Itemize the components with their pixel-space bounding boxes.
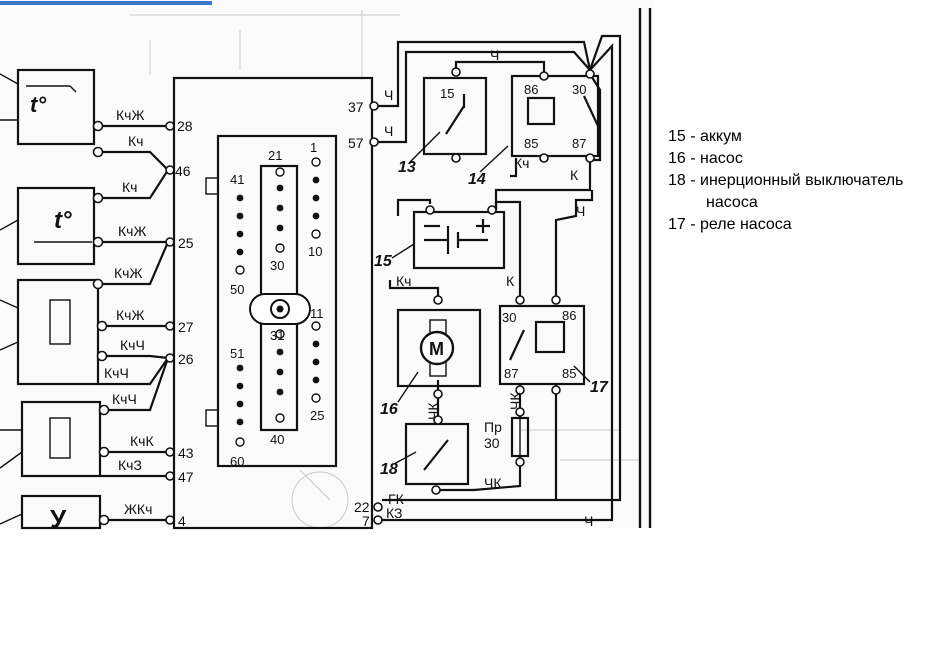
wire-label: Ч	[384, 123, 393, 139]
relay-terminal-number: 85	[562, 366, 576, 381]
legend-item-continuation: насоса	[706, 194, 758, 211]
sensor-label-1: t°	[30, 92, 46, 117]
relay-terminal-number: 30	[502, 310, 516, 325]
wire-label: КчЖ	[116, 107, 144, 123]
connector-pin-number: 30	[270, 258, 284, 273]
connector-pin-number: 10	[308, 244, 322, 259]
wire-label: Ч	[576, 203, 585, 219]
component-number-15: 15	[374, 253, 393, 270]
pin-number: 46	[175, 163, 191, 179]
pin-number: 27	[178, 319, 194, 335]
legend-item: 18 - инерционный выключатель	[668, 172, 904, 189]
bottom-block-symbol: У	[50, 504, 67, 534]
wire-label: КчЧ	[104, 365, 129, 381]
component-number-16: 16	[380, 401, 398, 418]
legend-item: 16 - насос	[668, 150, 743, 167]
connector-pin-number: 51	[230, 346, 244, 361]
legend-item: 15 - аккум	[668, 128, 742, 145]
ecu-pin-number: 7	[362, 513, 370, 529]
wire-label: Ч	[384, 87, 393, 103]
wire-label: ЧК	[425, 402, 441, 420]
wire-label: К	[506, 273, 515, 289]
wire-label: КчЖ	[114, 265, 142, 281]
pin-number: 26	[178, 351, 194, 367]
wire-label: Кч	[122, 179, 137, 195]
wire-label: КчЗ	[118, 457, 142, 473]
pin-number: 25	[178, 235, 194, 251]
fuse-label-line1: Пр	[484, 419, 502, 435]
component-number-17: 17	[590, 379, 609, 396]
wire-label: Ч	[584, 513, 593, 529]
wire-label: Кч	[128, 133, 143, 149]
ecu-pin-number: 37	[348, 99, 364, 115]
wire-label: К	[570, 167, 579, 183]
wire-label: ЖКч	[124, 501, 152, 517]
wire-label: КчЖ	[118, 223, 146, 239]
relay-terminal-number: 87	[504, 366, 518, 381]
connector-pin-number: 40	[270, 432, 284, 447]
wire-label: КчЖ	[116, 307, 144, 323]
wire-label: Кч	[396, 273, 411, 289]
connector-pin-number: 50	[230, 282, 244, 297]
pin-number: 4	[178, 513, 186, 529]
fuse-label: Пр 30	[484, 419, 506, 451]
relay-terminal-number: 86	[524, 82, 538, 97]
connector-pin-number: 41	[230, 172, 244, 187]
ecu-pin-number: 22	[354, 499, 370, 515]
ecu-pin-number: 57	[348, 135, 364, 151]
wire-label: Ч	[490, 47, 499, 63]
component-number-14: 14	[468, 171, 486, 188]
connector-pin-number: 11	[310, 306, 324, 321]
relay-terminal-number: 86	[562, 308, 576, 323]
component-number-13: 13	[398, 159, 416, 176]
legend-item: 17 - реле насоса	[668, 216, 792, 233]
connector-pin-number: 25	[310, 408, 324, 423]
pin-number: 43	[178, 445, 194, 461]
connector-pin-number: 1	[310, 140, 317, 155]
relay-terminal-number: 15	[440, 86, 454, 101]
pin-number: 47	[178, 469, 194, 485]
component-number-18: 18	[380, 461, 398, 478]
sensor-label-2: t°	[54, 207, 72, 234]
connector-pin-number: 21	[268, 148, 282, 163]
pin-number: 28	[177, 118, 193, 134]
connector-pin-number: 60	[230, 454, 244, 469]
wire-label: КчК	[130, 433, 154, 449]
wire-label: КЗ	[386, 505, 402, 521]
wire-label: КчЧ	[112, 391, 137, 407]
relay-terminal-number: 87	[572, 136, 586, 151]
relay-terminal-number: 30	[572, 82, 586, 97]
pump-motor-symbol: M	[429, 339, 444, 359]
wire-label: ЧК	[484, 475, 502, 491]
legend: 15 - аккум 16 - насос 18 - инерционный в…	[668, 126, 903, 236]
fuse-label-line2: 30	[484, 435, 500, 451]
relay-terminal-number: 85	[524, 136, 538, 151]
wire-label: ЧК	[507, 392, 523, 410]
wire-label: Кч	[514, 155, 529, 171]
wire-label: КчЧ	[120, 337, 145, 353]
connector-pin-number: 31	[270, 328, 284, 343]
